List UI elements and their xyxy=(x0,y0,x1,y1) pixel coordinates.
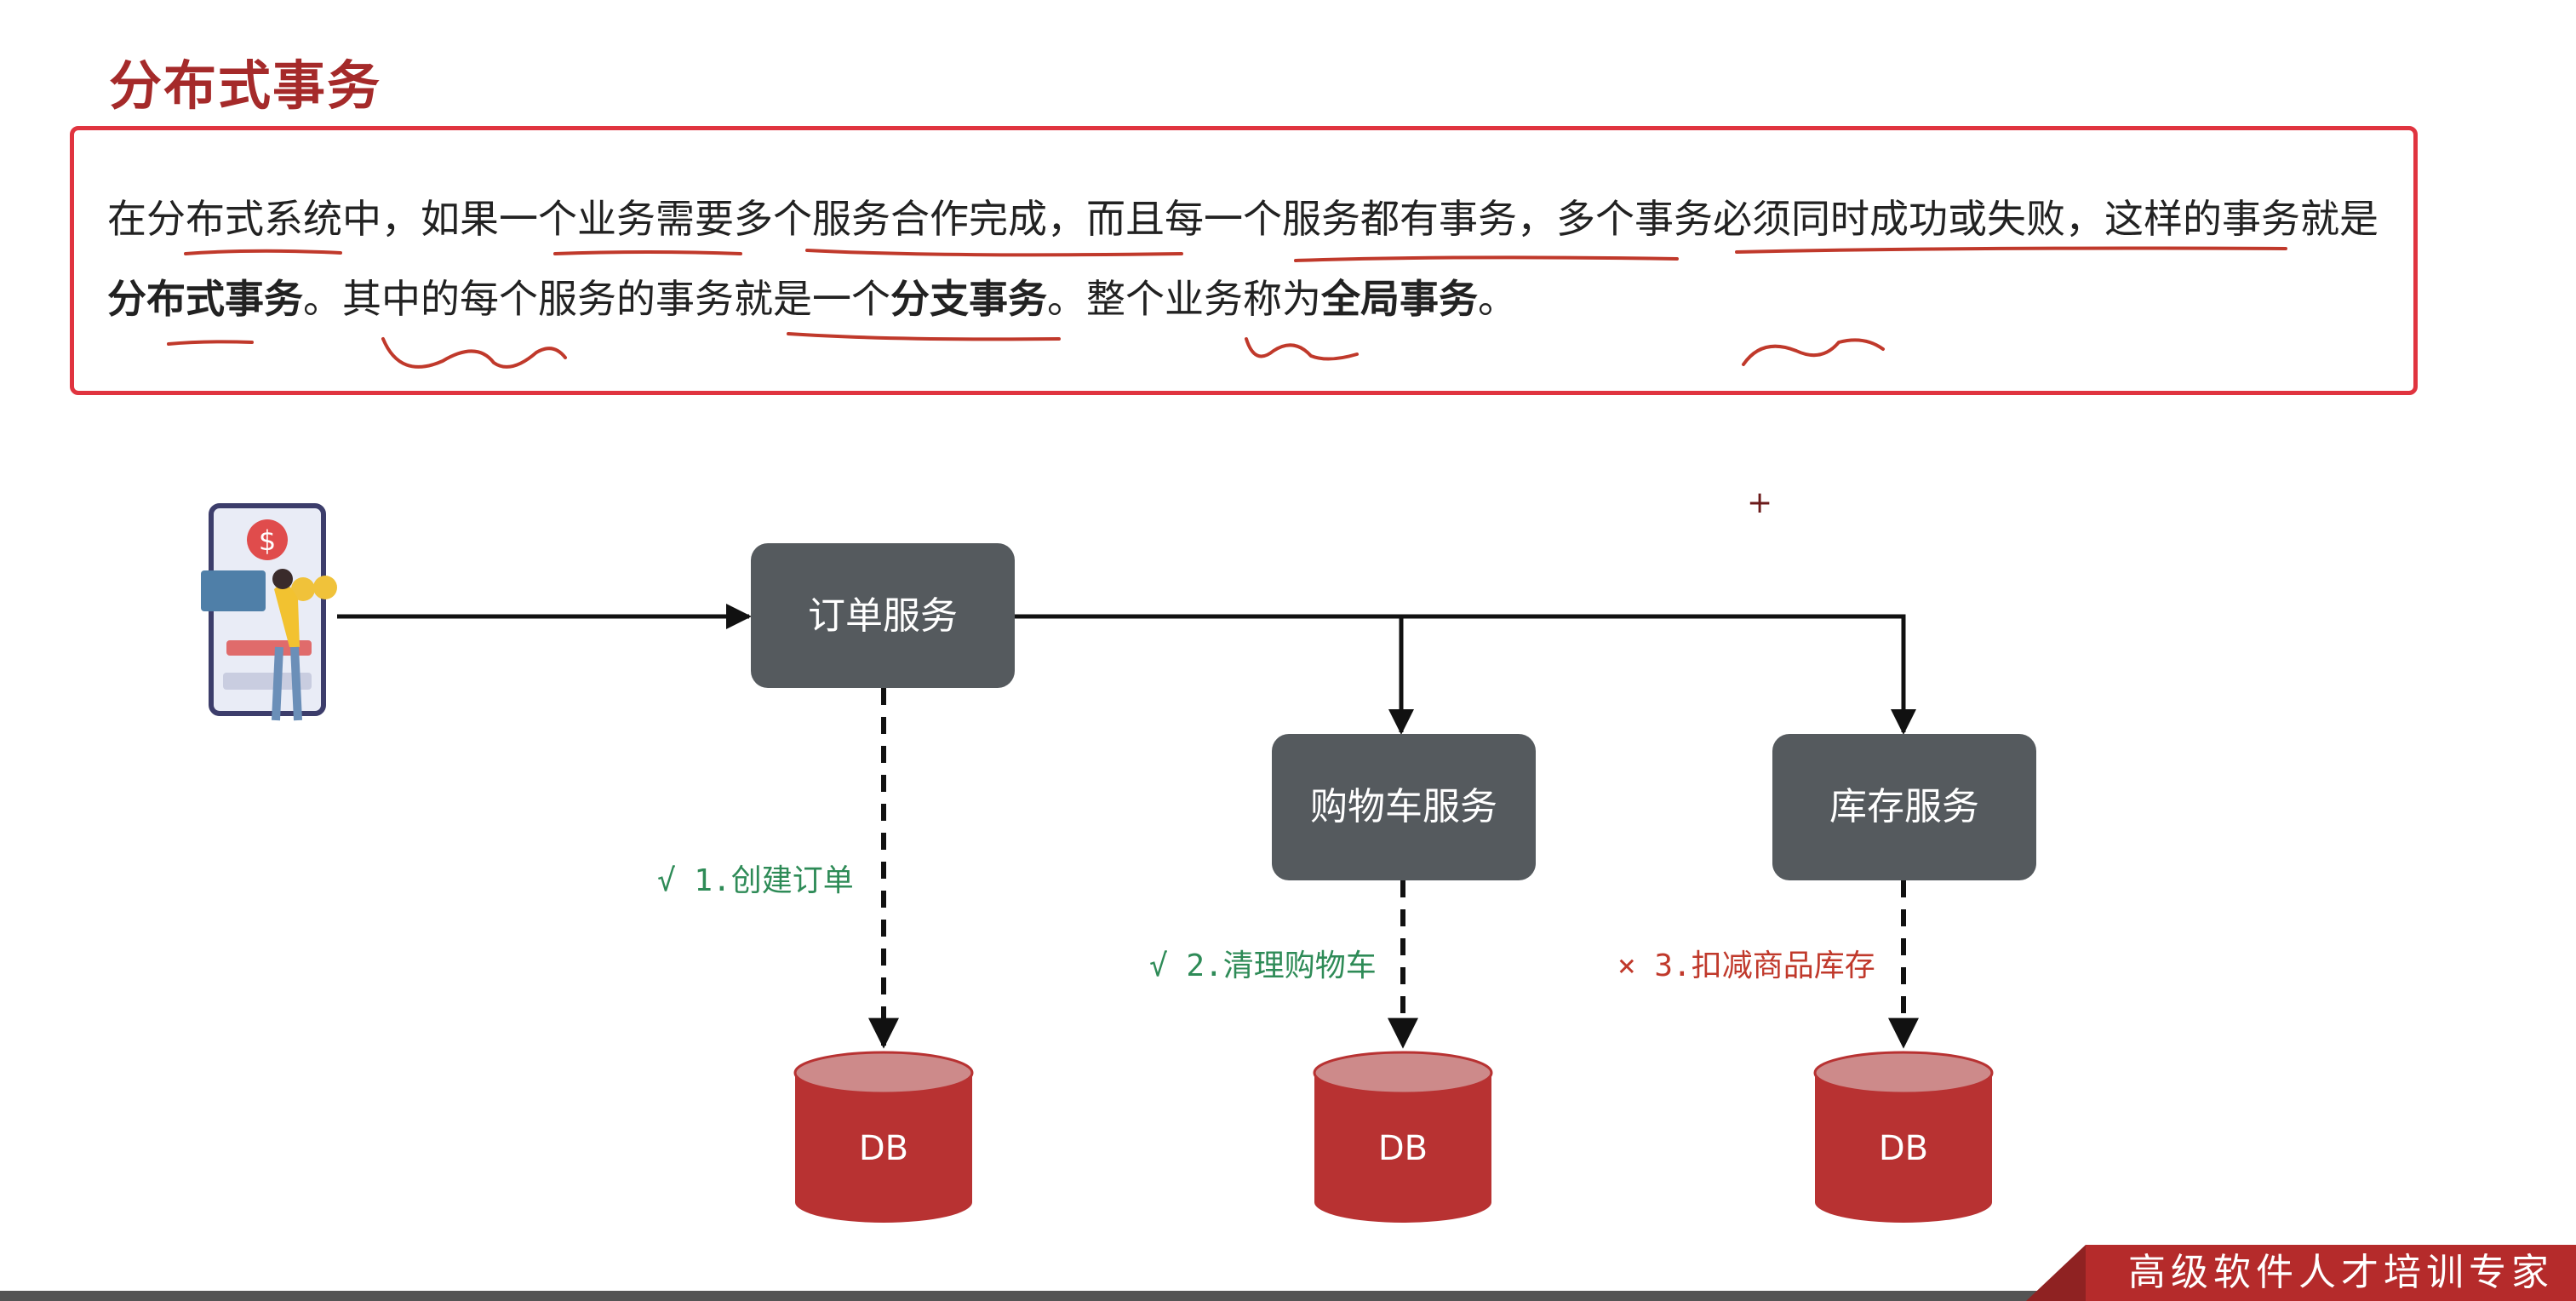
cursor-crosshair: + xyxy=(1747,485,1772,520)
brand-banner: 高级软件人才培训专家 xyxy=(2086,1245,2576,1301)
svg-text:订单服务: 订单服务 xyxy=(808,594,958,638)
stock-db: DB xyxy=(1813,1051,1994,1223)
definition-segment: 。整个业务称为 xyxy=(1047,276,1321,322)
definition-segment: 。其中的每个服务的事务就是一个 xyxy=(303,276,890,322)
definition-term: 分布式事务 xyxy=(107,276,303,322)
definition-term: 全局事务 xyxy=(1321,276,1478,322)
bottom-bar xyxy=(0,1291,2576,1301)
call-arrows xyxy=(337,604,1916,735)
svg-text:DB: DB xyxy=(1879,1129,1928,1168)
svg-text:$: $ xyxy=(259,524,276,557)
svg-text:DB: DB xyxy=(1378,1129,1428,1168)
svg-text:库存服务: 库存服务 xyxy=(1829,785,1979,828)
definition-segment: 在分布式系统中，如果一个业务需要多个服务合作完成，而且每一个服务都有事务，多个事… xyxy=(107,196,2379,242)
order-service: 订单服务 xyxy=(751,543,1015,688)
definition-term: 分支事务 xyxy=(890,276,1047,322)
mobile-payment-icon: $ xyxy=(201,503,337,721)
cart-service: 购物车服务 xyxy=(1272,734,1536,880)
stock-service: 库存服务 xyxy=(1772,734,2036,880)
cart-db: DB xyxy=(1313,1051,1493,1223)
order-db: DB xyxy=(793,1051,974,1223)
svg-text:购物车服务: 购物车服务 xyxy=(1310,785,1497,828)
definition-text: 在分布式系统中，如果一个业务需要多个服务合作完成，而且每一个服务都有事务，多个事… xyxy=(107,179,2397,339)
step-3-label: × 3.扣减商品库存 xyxy=(1617,949,1875,983)
page-title: 分布式事务 xyxy=(109,54,382,117)
handwritten-annotations xyxy=(167,246,2287,369)
step-1-label: √ 1.创建订单 xyxy=(657,863,854,898)
definition-box xyxy=(70,126,2418,395)
definition-segment: 。 xyxy=(1478,276,1517,322)
svg-text:DB: DB xyxy=(859,1129,908,1168)
db-arrows xyxy=(868,688,1919,1049)
step-2-label: √ 2.清理购物车 xyxy=(1149,949,1377,983)
banner-tail xyxy=(2026,1245,2086,1301)
